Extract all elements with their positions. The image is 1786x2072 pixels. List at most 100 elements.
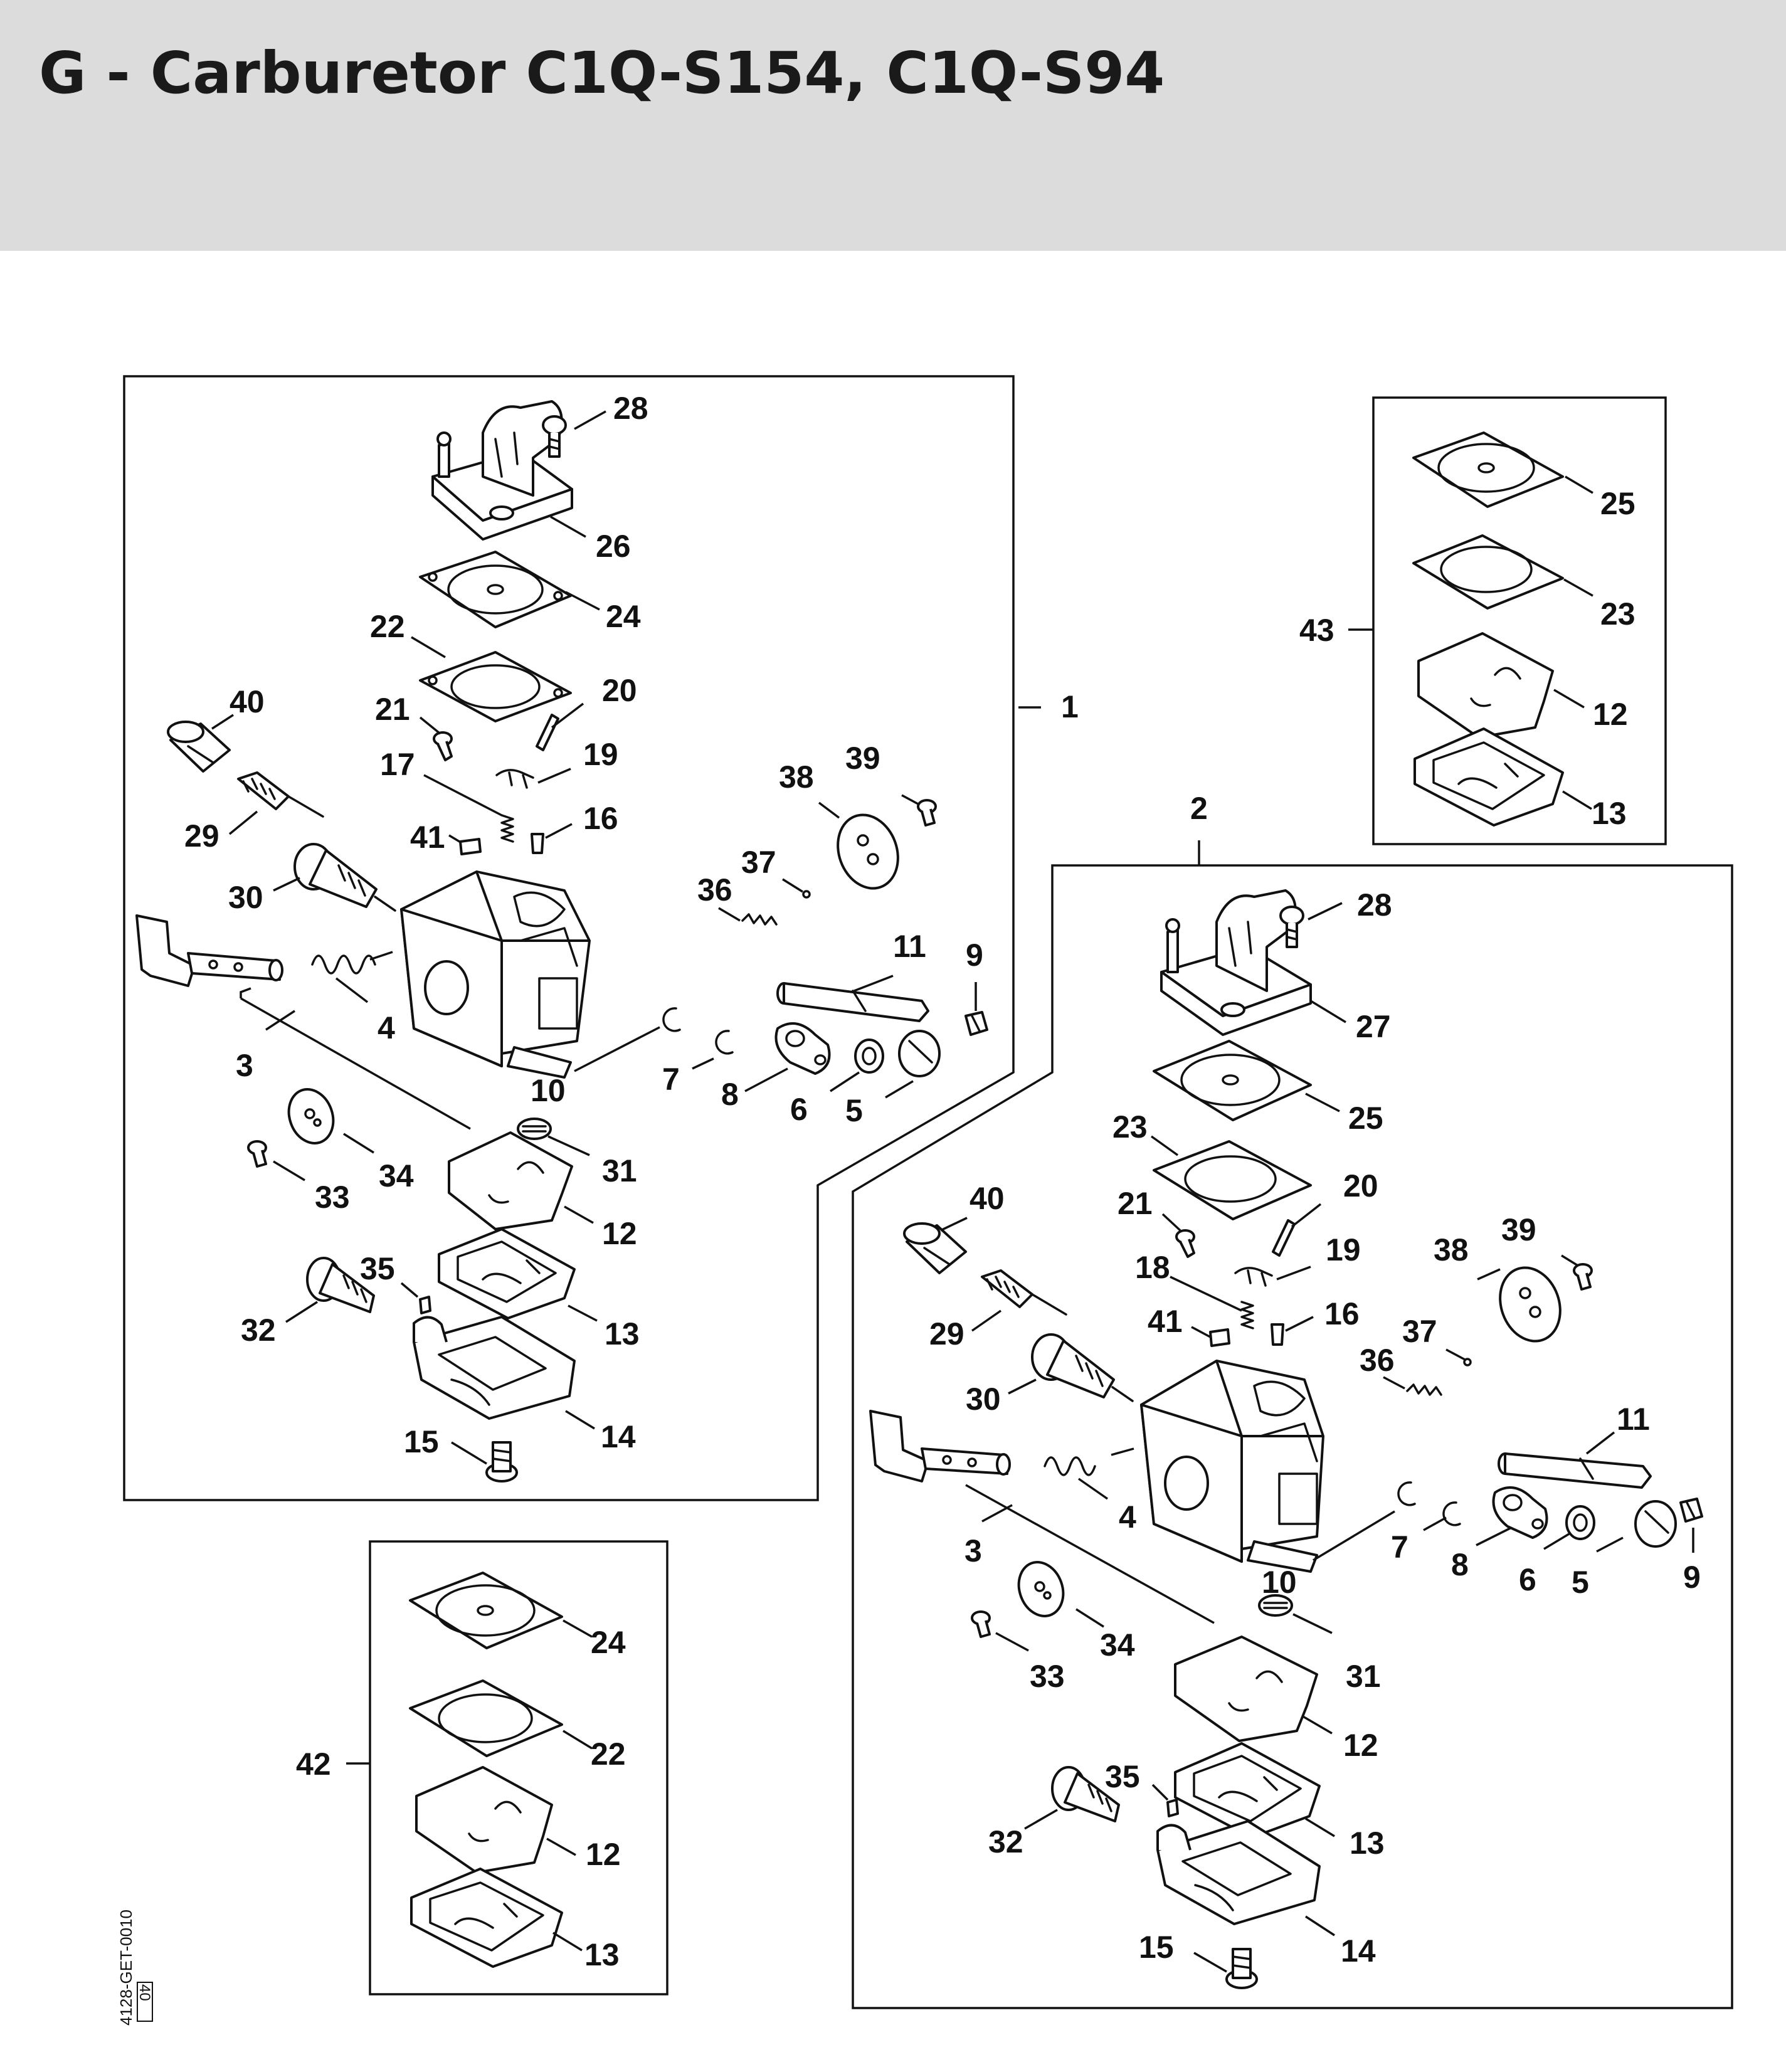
- lever-part: [1234, 1267, 1273, 1287]
- gasket-part: [1153, 1140, 1312, 1220]
- assembly-2-frame: [852, 864, 1733, 2009]
- callout-label: 21: [1118, 1186, 1153, 1221]
- callout-label: 14: [1341, 1933, 1376, 1969]
- callout-label: 2: [1190, 791, 1208, 826]
- limiter-cap-part: [903, 1222, 967, 1274]
- small-screw-part: [971, 1610, 991, 1638]
- adjusting-screw-part: [981, 1269, 1067, 1316]
- screw-part: [542, 415, 567, 458]
- callout-label: 40: [970, 1181, 1005, 1216]
- callout-label: 10: [531, 1073, 566, 1108]
- callout-label: 9: [1683, 1560, 1701, 1595]
- pump-cover-part: [431, 400, 573, 541]
- callout-label: 25: [1348, 1101, 1383, 1136]
- callout-label: 13: [605, 1316, 640, 1351]
- callout-label: 38: [1434, 1232, 1469, 1267]
- diaphragm-part: [419, 551, 572, 628]
- check-valve-part: [1166, 1799, 1179, 1817]
- header-band: G - Carburetor C1Q-S154, C1Q-S94: [0, 0, 1786, 251]
- limiter-cap-part: [167, 721, 231, 773]
- callout-label: 6: [790, 1092, 808, 1127]
- choke-valve-part: [1499, 1266, 1561, 1343]
- pin-part: [1272, 1219, 1296, 1257]
- callout-label: 11: [1617, 1402, 1650, 1437]
- callout-label: 9: [966, 938, 983, 973]
- callout-label: 33: [315, 1180, 350, 1215]
- clip-part: [1442, 1501, 1461, 1526]
- carburetor-body-part: [400, 870, 591, 1079]
- clip-part: [1397, 1481, 1416, 1506]
- metering-gasket-part: [438, 1228, 576, 1319]
- assembly-1-frame: [123, 375, 1015, 1501]
- callout-label: 25: [1600, 486, 1635, 521]
- plug-part: [459, 838, 482, 855]
- gasket-part: [409, 1679, 563, 1757]
- kit-42-frame: [369, 1540, 668, 1995]
- callout-label: 34: [379, 1158, 414, 1193]
- check-valve-part: [419, 1296, 431, 1314]
- idle-screw-part: [293, 843, 396, 912]
- choke-valve-part: [837, 813, 899, 890]
- callout-label: 42: [296, 1747, 331, 1782]
- pin-part: [536, 714, 559, 751]
- main-jet-part: [1051, 1766, 1120, 1822]
- callout-label: 37: [1402, 1314, 1437, 1349]
- callout-label: 26: [596, 529, 631, 564]
- callout-label: 41: [410, 820, 445, 855]
- pump-cover-part: [1160, 889, 1312, 1036]
- callout-label: 40: [230, 684, 265, 719]
- callout-label: 7: [1391, 1530, 1408, 1565]
- choke-shaft-part: [1498, 1452, 1652, 1489]
- callout-label: 35: [1105, 1759, 1140, 1794]
- assembly-1-callouts: 1 28 26 24 22 20 21 19 17 16 41 40 29 30…: [184, 391, 1079, 1459]
- callout-label: 12: [602, 1216, 637, 1251]
- callout-label: 12: [1343, 1728, 1378, 1763]
- callout-label: 16: [1324, 1296, 1360, 1331]
- idle-screw-part: [1031, 1333, 1134, 1402]
- callout-label: 35: [360, 1251, 395, 1286]
- fuel-strainer-part: [1258, 1594, 1293, 1617]
- callout-label: 3: [236, 1048, 253, 1083]
- page-number-box: 40: [136, 1982, 153, 2022]
- torsion-spring-part: [311, 954, 376, 975]
- screw-part: [1679, 1498, 1703, 1523]
- main-jet-part: [306, 1257, 375, 1313]
- callout-label: 24: [606, 599, 641, 634]
- fuel-strainer-part: [517, 1118, 552, 1140]
- callout-label: 3: [964, 1533, 982, 1568]
- spring-part: [500, 814, 514, 843]
- callout-label: 20: [1343, 1168, 1378, 1203]
- gasket-part: [419, 651, 572, 722]
- screw-part: [485, 1441, 518, 1483]
- needle-part: [531, 833, 544, 854]
- throttle-valve-part: [1017, 1561, 1065, 1617]
- metering-gasket-part: [1413, 727, 1564, 827]
- metering-cover-part: [413, 1316, 576, 1420]
- detent-spring-part: [1406, 1383, 1442, 1396]
- diaphragm-part: [1153, 1040, 1312, 1121]
- callout-label: 31: [1346, 1659, 1381, 1694]
- callout-label: 37: [741, 845, 776, 880]
- screw-part: [964, 1011, 988, 1036]
- kit-43-callouts: 43 25 23 12 13: [1299, 486, 1635, 831]
- callout-label: 19: [583, 737, 618, 772]
- callout-label: 4: [1119, 1499, 1136, 1535]
- callout-label: 12: [586, 1837, 621, 1872]
- callout-label: 10: [1262, 1565, 1297, 1600]
- detent-ball-part: [1463, 1358, 1472, 1366]
- callout-label: 1: [1061, 689, 1079, 724]
- small-screw-part: [433, 731, 453, 761]
- callout-label: 23: [1112, 1109, 1148, 1144]
- detent-ball-part: [802, 890, 811, 899]
- callout-label: 13: [1592, 796, 1627, 831]
- callout-label: 13: [1350, 1826, 1385, 1861]
- callout-label: 36: [1360, 1343, 1395, 1378]
- needle-part: [1271, 1323, 1284, 1346]
- leader-lines: [211, 410, 1694, 1973]
- diaphragm-part: [1412, 431, 1564, 508]
- adjusting-screw-part: [237, 771, 324, 818]
- callout-label: 38: [779, 759, 814, 795]
- callout-label: 8: [1451, 1547, 1469, 1582]
- choke-lever-part: [774, 1022, 831, 1075]
